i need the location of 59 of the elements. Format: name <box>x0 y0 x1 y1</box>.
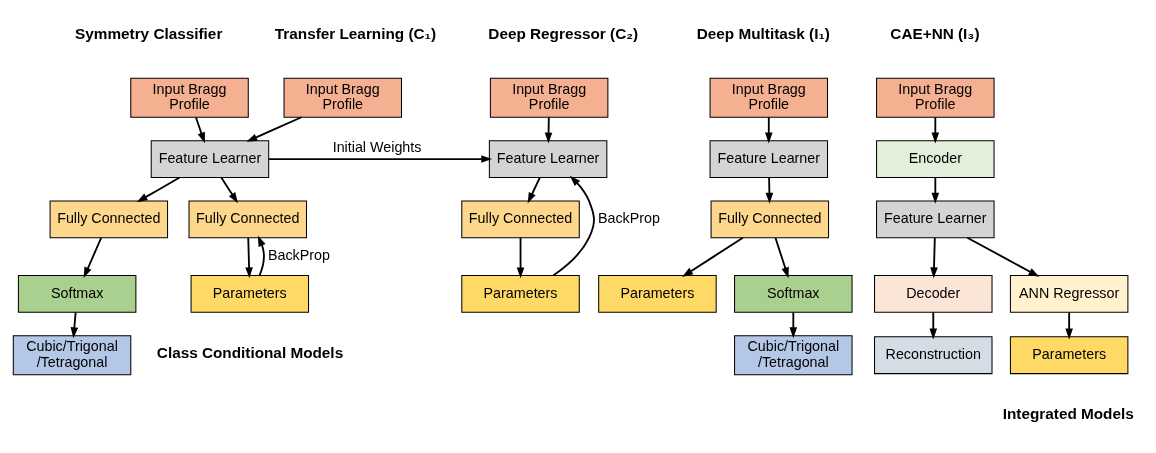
arrow <box>136 176 181 203</box>
node-box: Softmax <box>17 275 137 313</box>
label: Transfer Learning (C₁) <box>274 25 437 43</box>
label: CAE+NN (I₃) <box>890 25 980 43</box>
label: Deep Multitask (I₁) <box>696 25 830 43</box>
node-box: Parameters <box>1009 336 1129 375</box>
node-box: Fully Connected <box>461 200 580 239</box>
node-box: Softmax <box>734 275 853 313</box>
node-box: Fully Connected <box>49 200 169 239</box>
arrow <box>1065 311 1073 340</box>
label: Deep Regressor (C₂) <box>488 25 639 43</box>
node-box: Input Bragg Profile <box>709 77 829 118</box>
arrow <box>682 236 744 277</box>
arrow <box>931 116 940 144</box>
arrow <box>257 235 266 277</box>
label: Class Conditional Models <box>156 343 344 361</box>
arrow <box>765 116 773 144</box>
arrow <box>765 176 774 204</box>
node-box: ANN Regressor <box>1009 275 1129 313</box>
node-box: Feature Learner <box>488 140 608 178</box>
node-box: Parameters <box>598 275 717 313</box>
arrow <box>516 237 525 279</box>
arrow <box>929 311 938 340</box>
edge-label: Initial Weights <box>332 139 422 156</box>
arrow <box>220 176 238 204</box>
arrow <box>194 116 205 144</box>
node-box: Input Bragg Profile <box>130 77 249 118</box>
arrow <box>966 236 1040 277</box>
node-box: Reconstruction <box>874 336 993 375</box>
arrow <box>267 155 493 163</box>
arrow <box>931 176 940 204</box>
arrow <box>774 237 789 279</box>
arrow <box>70 311 79 339</box>
node-box: Feature Learner <box>150 140 270 178</box>
label: Symmetry Classifier <box>75 25 223 43</box>
label: Integrated Models <box>1002 405 1134 423</box>
node-box: Parameters <box>190 275 310 313</box>
arrow <box>544 116 553 144</box>
node-box: Encoder <box>876 140 995 178</box>
arrow <box>789 311 798 339</box>
node-box: Decoder <box>874 275 993 313</box>
arrow <box>246 116 303 142</box>
edge-label: BackProp <box>597 210 660 227</box>
node-box: Input Bragg Profile <box>489 77 609 118</box>
node-box: Cubic/Trigonal /Tetragonal <box>12 335 132 376</box>
node-box: Input Bragg Profile <box>876 77 995 118</box>
node-box: Input Bragg Profile <box>283 77 402 118</box>
arrow <box>552 175 595 277</box>
node-box: Feature Learner <box>876 200 995 239</box>
arrow <box>527 176 541 204</box>
arrow <box>245 237 253 279</box>
node-box: Feature Learner <box>709 140 829 178</box>
arrow <box>83 237 103 279</box>
node-box: Fully Connected <box>188 200 307 239</box>
arrow <box>930 237 938 279</box>
node-box: Fully Connected <box>710 200 830 239</box>
node-box: Parameters <box>461 275 580 313</box>
edge-label: BackProp <box>267 247 330 264</box>
node-box: Cubic/Trigonal /Tetragonal <box>734 335 853 376</box>
